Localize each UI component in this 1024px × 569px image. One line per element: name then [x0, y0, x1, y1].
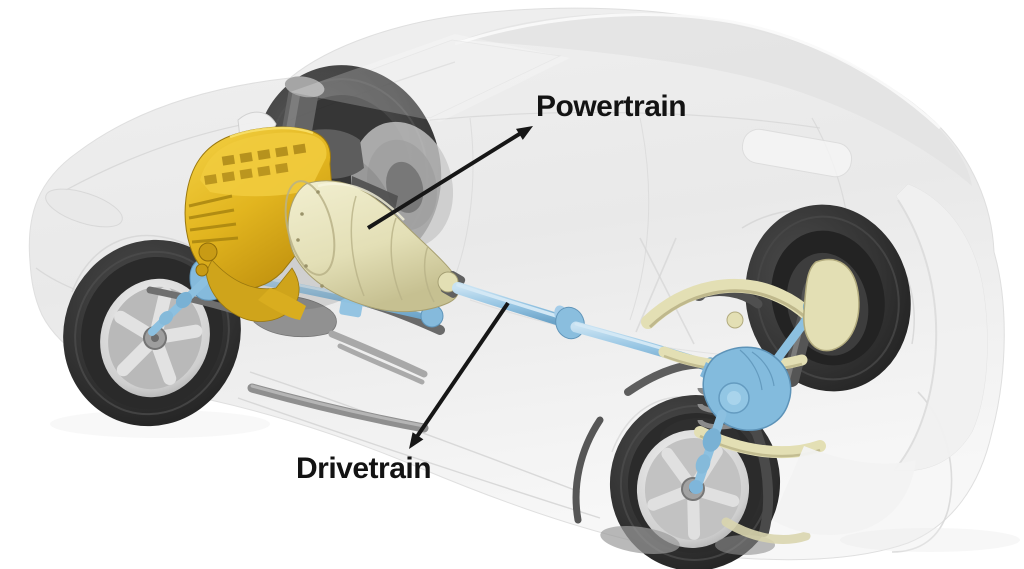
valve-cover-slots-row2 — [204, 162, 289, 185]
strut-top-mount — [284, 76, 325, 98]
cv-boot — [175, 291, 193, 309]
door-top-line — [429, 111, 821, 129]
slot — [275, 146, 289, 158]
powertrain-arrow — [366, 126, 533, 230]
bottom-link — [721, 517, 811, 545]
powertrain-arrowhead — [516, 126, 533, 140]
ghost-pillar-line-2 — [635, 237, 677, 333]
block-rib — [189, 222, 237, 232]
diff-rib — [739, 349, 763, 391]
exhaust-pipe-2 — [337, 343, 425, 385]
slot — [221, 154, 236, 166]
case-seam — [390, 217, 403, 301]
block-rib — [188, 194, 233, 208]
pulley-small — [195, 263, 209, 277]
drivetrain-arrow-line — [414, 301, 510, 440]
drivetrain-arrowhead — [409, 432, 424, 449]
cv-boot — [158, 310, 174, 326]
powertrain-arrow-line — [366, 131, 523, 230]
sunroof-outline — [741, 128, 853, 178]
subframe-mount — [726, 311, 744, 329]
glass-overlay — [290, 34, 570, 122]
arm-left-of-wheel — [572, 416, 604, 524]
ground-shade-rear — [840, 528, 1020, 552]
exhaust-pipe — [328, 330, 428, 378]
ghost-pillar-line-1 — [639, 237, 695, 345]
block-rib — [191, 236, 239, 244]
rear-knuckle — [803, 258, 860, 352]
slot — [292, 143, 307, 155]
engine-lower-bracket — [258, 288, 306, 320]
case-seam — [423, 245, 435, 303]
slot — [257, 165, 271, 177]
rear-fender-overlay — [772, 183, 988, 535]
slot — [239, 168, 253, 180]
roofline-highlight — [454, 13, 942, 130]
slot — [275, 162, 289, 174]
bolt — [296, 238, 300, 242]
hub-center-cap — [151, 334, 159, 342]
bellhousing-ring — [284, 180, 336, 276]
rear-arch-edge-line — [895, 199, 938, 469]
rear-lower-body — [772, 446, 916, 535]
bolt — [304, 264, 308, 268]
tire-tread-ring — [74, 250, 230, 416]
bolt — [320, 284, 324, 288]
bolt — [300, 212, 304, 216]
lower-arm — [247, 383, 429, 433]
tire-tread-ring — [756, 215, 900, 381]
roof-panel — [462, 13, 972, 187]
slot — [257, 149, 271, 161]
diff-cover-center — [727, 391, 741, 405]
pulley — [198, 242, 218, 262]
bolt — [316, 190, 320, 194]
valve-cover-slots-row1 — [221, 143, 307, 166]
arm-behind-wheel — [750, 423, 774, 537]
sill-line-lower — [237, 397, 601, 519]
case-seam — [350, 195, 365, 297]
block-rib — [188, 208, 235, 220]
lower-arm-highlight — [250, 384, 426, 428]
cv-boot — [695, 454, 711, 474]
slot — [221, 171, 236, 183]
cv-boot — [702, 428, 722, 452]
slot — [239, 152, 253, 163]
powertrain-label: Powertrain — [536, 90, 687, 123]
headlight-ghost — [45, 188, 123, 228]
front-left-rim — [100, 278, 210, 398]
engine-top-highlight — [229, 126, 314, 139]
hub-cv-cap — [689, 480, 703, 494]
underbody-silver — [600, 525, 680, 555]
transmission-housing — [287, 180, 460, 313]
diff-rib — [751, 351, 775, 387]
slot — [204, 174, 218, 185]
drivetrain-label: Drivetrain — [296, 452, 432, 485]
door-seam-rear — [629, 117, 650, 321]
drivetrain-arrow — [409, 301, 510, 449]
